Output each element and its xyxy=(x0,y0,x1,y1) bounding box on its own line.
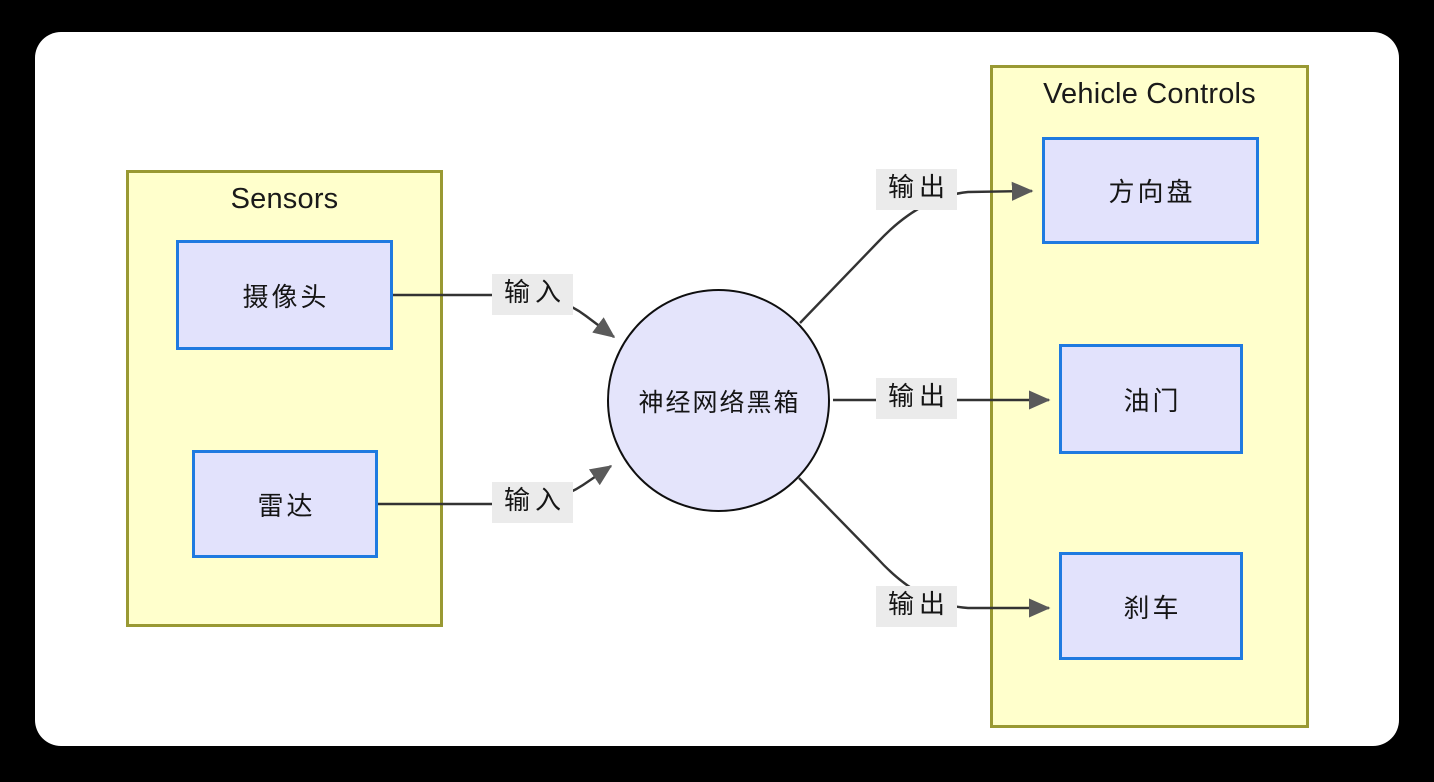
node-brake-label: 刹车 xyxy=(1123,593,1182,624)
node-radar[interactable]: 雷达 xyxy=(192,450,378,558)
group-sensors-title: Sensors xyxy=(230,183,339,215)
node-brake[interactable]: 刹车 xyxy=(1059,552,1243,660)
edge-label-blackbox-to-brake: 输出 xyxy=(876,586,958,628)
node-neural-network-blackbox[interactable]: 神经网络黑箱 xyxy=(607,289,830,512)
edge-label-camera-to-blackbox: 输入 xyxy=(492,274,574,316)
edge-label-radar-to-blackbox: 输入 xyxy=(492,482,574,524)
edge-label-blackbox-to-throttle: 输出 xyxy=(876,378,958,420)
node-radar-label: 雷达 xyxy=(257,491,316,522)
node-camera[interactable]: 摄像头 xyxy=(176,240,393,350)
edge-label-blackbox-to-steering: 输出 xyxy=(876,169,958,211)
group-vehicle-controls-title: Vehicle Controls xyxy=(1043,78,1256,110)
node-steering-wheel-label: 方向盘 xyxy=(1108,178,1196,208)
node-camera-label: 摄像头 xyxy=(242,282,330,313)
node-neural-network-blackbox-label: 神经网络黑箱 xyxy=(638,387,801,417)
node-throttle-label: 油门 xyxy=(1123,386,1182,417)
node-steering-wheel[interactable]: 方向盘 xyxy=(1042,137,1259,244)
group-sensors: Sensors xyxy=(126,170,443,627)
node-throttle[interactable]: 油门 xyxy=(1059,344,1243,454)
